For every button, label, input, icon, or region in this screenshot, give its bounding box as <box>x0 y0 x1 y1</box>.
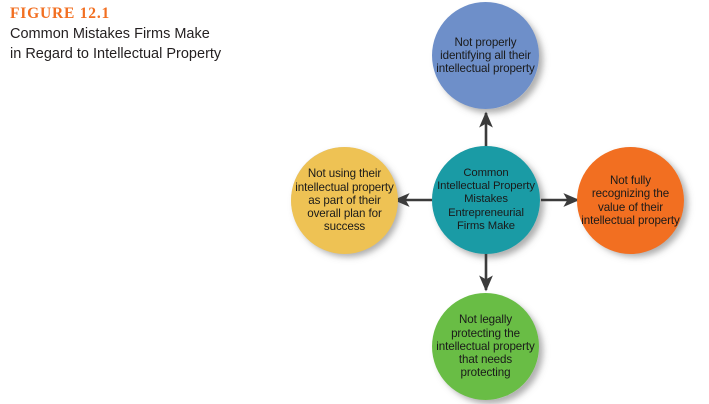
node-bottom-label: Not legally protecting the intellectual … <box>436 313 535 380</box>
node-not-properly-identifying: Not properly identifying all their intel… <box>432 2 539 109</box>
node-not-using-in-overall-plan: Not using their intellectual property as… <box>291 147 398 254</box>
node-not-legally-protecting: Not legally protecting the intellectual … <box>432 293 539 400</box>
node-common-intellectual-property-mistakes: Common Intellectual Property Mistakes En… <box>432 146 540 254</box>
figure-label: FIGURE 12.1 <box>10 5 111 22</box>
node-left-label: Not using their intellectual property as… <box>295 167 394 234</box>
figure-title: Common Mistakes Firms Make in Regard to … <box>10 26 222 62</box>
node-right-label: Not fully recognizing the value of their… <box>581 173 680 227</box>
figure-caption: FIGURE 12.1 Common Mistakes Firms Make i… <box>10 4 225 64</box>
node-hub-label: Common Intellectual Property Mistakes En… <box>437 166 535 232</box>
node-top-label: Not properly identifying all their intel… <box>436 35 535 76</box>
node-not-fully-recognizing-value: Not fully recognizing the value of their… <box>577 147 684 254</box>
